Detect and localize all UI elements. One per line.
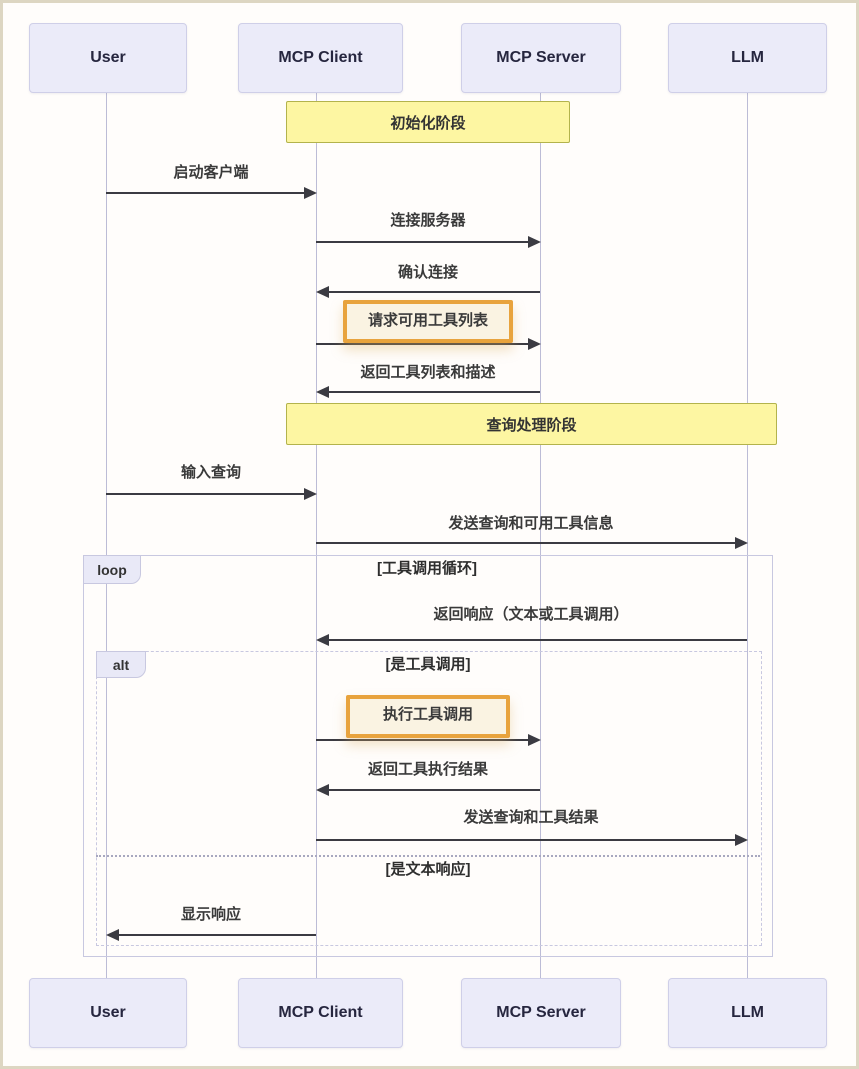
message-label: 执行工具调用 [382, 706, 474, 723]
arrow-line [327, 291, 540, 293]
actor-user-top: User [29, 23, 187, 93]
lifeline-mcp-server [540, 91, 541, 978]
actor-label: MCP Server [496, 1004, 586, 1021]
arrow-line [106, 493, 305, 495]
arrow-line [327, 639, 747, 641]
actor-label: User [90, 49, 126, 66]
arrowhead [528, 338, 541, 350]
arrow-line [316, 343, 529, 345]
loop-frame [83, 555, 773, 957]
arrowhead [316, 386, 329, 398]
arrowhead [316, 634, 329, 646]
loop-keyword: loop [97, 561, 127, 578]
arrowhead [316, 784, 329, 796]
loop-title: [工具调用循环] [377, 560, 477, 577]
message-label: 发送查询和可用工具信息 [448, 515, 614, 532]
arrowhead [735, 537, 748, 549]
highlight-box-execute-tool-call [346, 695, 510, 738]
arrow-line [117, 934, 316, 936]
arrow-line [316, 839, 736, 841]
arrowhead [316, 286, 329, 298]
note-label: 初始化阶段 [390, 114, 466, 132]
lifeline-user [106, 91, 107, 978]
arrowhead [528, 734, 541, 746]
arrow-line [106, 192, 305, 194]
arrow-line [327, 391, 540, 393]
message-label: 返回响应（文本或工具调用） [433, 606, 629, 623]
alt-keyword: alt [112, 656, 130, 673]
actor-label: MCP Server [496, 49, 586, 66]
actor-mcp-server-bottom: MCP Server [461, 978, 621, 1048]
actor-label: MCP Client [278, 49, 363, 66]
alt-else-title: [是文本响应] [385, 861, 471, 878]
actor-llm-top: LLM [668, 23, 827, 93]
loop-keyword-tab: loop [83, 555, 141, 584]
arrow-line [316, 739, 529, 741]
arrowhead [528, 236, 541, 248]
actor-label: MCP Client [278, 1004, 363, 1021]
actor-llm-bottom: LLM [668, 978, 827, 1048]
actor-user-bottom: User [29, 978, 187, 1048]
arrow-line [327, 789, 540, 791]
actor-label: User [90, 1004, 126, 1021]
message-label: 请求可用工具列表 [367, 312, 489, 329]
message-label: 连接服务器 [390, 212, 466, 229]
arrow-line [316, 241, 529, 243]
note-label: 查询处理阶段 [486, 416, 577, 434]
message-label: 显示响应 [180, 906, 242, 923]
message-label: 发送查询和工具结果 [463, 809, 599, 826]
note-query-processing-phase: 查询处理阶段 [286, 403, 777, 445]
alt-else-divider [96, 855, 760, 857]
lifeline-llm [747, 91, 748, 978]
actor-mcp-client-bottom: MCP Client [238, 978, 403, 1048]
message-label: 返回工具执行结果 [367, 761, 489, 778]
alt-keyword-tab: alt [96, 651, 146, 678]
alt-title: [是工具调用] [385, 656, 471, 673]
highlight-box-request-tool-list [343, 300, 513, 343]
arrowhead [304, 187, 317, 199]
arrow-line [316, 542, 736, 544]
actor-label: LLM [731, 1004, 764, 1021]
message-label: 返回工具列表和描述 [360, 364, 496, 381]
alt-frame [96, 651, 762, 946]
message-label: 启动客户端 [173, 164, 249, 181]
arrowhead [735, 834, 748, 846]
actor-mcp-client-top: MCP Client [238, 23, 403, 93]
arrowhead [304, 488, 317, 500]
message-label: 输入查询 [180, 464, 242, 481]
actor-mcp-server-top: MCP Server [461, 23, 621, 93]
arrowhead [106, 929, 119, 941]
note-initialization-phase: 初始化阶段 [286, 101, 570, 143]
actor-label: LLM [731, 49, 764, 66]
lifeline-mcp-client [316, 91, 317, 978]
message-label: 确认连接 [397, 264, 459, 281]
